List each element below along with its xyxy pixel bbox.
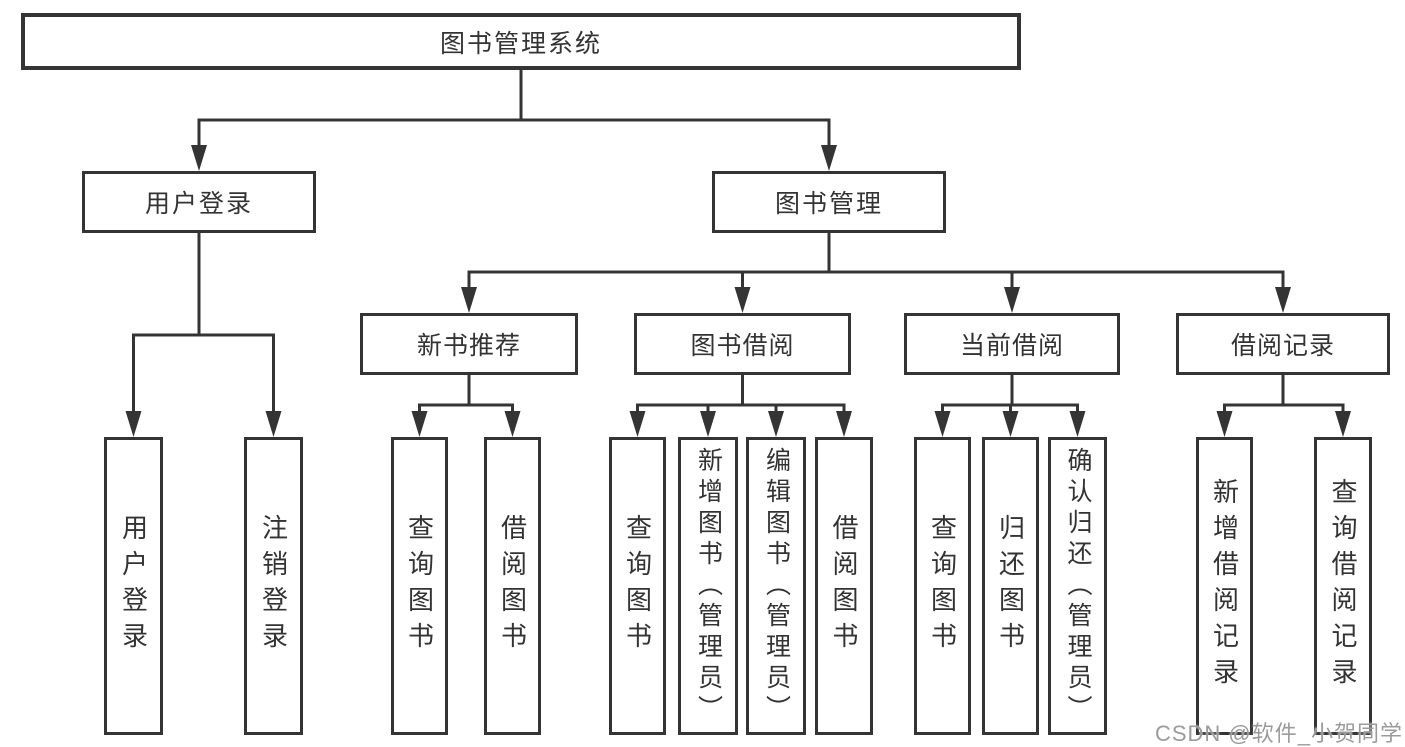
leaf-borrow-add-books-admin-label: 新增图书（管理员） (694, 446, 723, 726)
node-current-borrow-label: 当前借阅 (959, 332, 1064, 360)
leaf-current-confirm-return-admin-label: 确认归还（管理员） (1064, 446, 1092, 726)
leaf-borrow-add-books-admin: 新增图书（管理员） (678, 437, 738, 735)
node-borrow-records: 借阅记录 (1176, 313, 1390, 375)
node-new-book-recommend-label: 新书推荐 (416, 332, 521, 360)
leaf-records-add-borrow-record-label: 新增借阅记录 (1209, 478, 1240, 694)
leaf-current-query-books-label: 查询图书 (927, 514, 958, 658)
leaf-logout-login: 注销登录 (244, 437, 303, 735)
leaf-current-return-books-label: 归还图书 (995, 514, 1026, 658)
leaf-records-query-borrow-record: 查询借阅记录 (1314, 437, 1372, 735)
leaf-current-confirm-return-admin: 确认归还（管理员） (1048, 437, 1107, 735)
node-root-label: 图书管理系统 (439, 29, 602, 58)
leaf-records-add-borrow-record: 新增借阅记录 (1196, 437, 1253, 735)
leaf-borrow-borrow-books-label: 借阅图书 (829, 514, 859, 658)
leaf-borrow-borrow-books: 借阅图书 (815, 437, 873, 735)
node-user-login-label: 用户登录 (144, 190, 253, 218)
node-book-borrow-label: 图书借阅 (690, 332, 795, 360)
leaf-newbook-query-books-label: 查询图书 (404, 514, 435, 658)
leaf-user-login-label: 用户登录 (118, 514, 149, 658)
node-book-management: 图书管理 (712, 171, 946, 233)
node-book-borrow: 图书借阅 (634, 313, 851, 375)
node-new-book-recommend: 新书推荐 (360, 313, 578, 375)
leaf-borrow-query-books-label: 查询图书 (622, 514, 653, 658)
node-user-login: 用户登录 (82, 171, 316, 233)
leaf-logout-login-label: 注销登录 (258, 514, 289, 658)
node-book-management-label: 图书管理 (774, 190, 883, 218)
node-root: 图书管理系统 (21, 13, 1021, 70)
node-current-borrow: 当前借阅 (904, 313, 1120, 375)
leaf-user-login: 用户登录 (104, 437, 163, 735)
leaf-current-query-books: 查询图书 (914, 437, 971, 735)
leaf-borrow-query-books: 查询图书 (609, 437, 666, 735)
leaf-records-query-borrow-record-label: 查询借阅记录 (1328, 478, 1358, 694)
leaf-borrow-edit-books-admin: 编辑图书（管理员） (746, 437, 806, 735)
node-borrow-records-label: 借阅记录 (1230, 332, 1335, 360)
leaf-newbook-query-books: 查询图书 (391, 437, 448, 735)
leaf-current-return-books: 归还图书 (982, 437, 1039, 735)
leaf-newbook-borrow-books-label: 借阅图书 (497, 514, 528, 658)
leaf-newbook-borrow-books: 借阅图书 (484, 437, 541, 735)
leaf-borrow-edit-books-admin-label: 编辑图书（管理员） (762, 446, 791, 726)
